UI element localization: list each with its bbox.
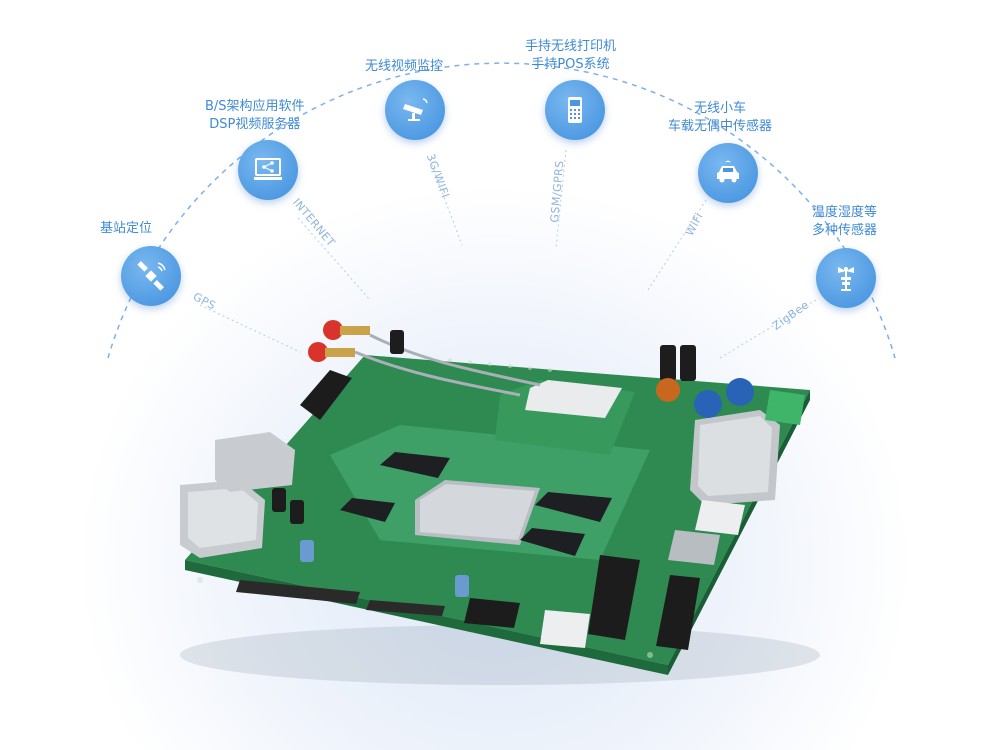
node-gps xyxy=(121,246,181,306)
weather-sensor-icon xyxy=(838,267,854,291)
node-label-gps: 基站定位 xyxy=(100,221,153,236)
node-sensor xyxy=(816,248,876,308)
node-bs xyxy=(238,140,298,200)
satellite-icon xyxy=(137,261,166,291)
node-label-bs: B/S架构应用软件 DSP视频服务器 xyxy=(205,99,305,132)
car-icon xyxy=(717,160,739,183)
monitor-network-icon xyxy=(254,158,282,180)
node-label-car: 无线小车 车载无偶中传感器 xyxy=(668,101,773,134)
node-label-pos: 手持无线打印机 手持POS系统 xyxy=(525,39,617,72)
pos-terminal-icon xyxy=(568,97,582,123)
node-pos xyxy=(545,80,605,140)
node-car xyxy=(698,143,758,203)
node-video xyxy=(385,80,445,140)
cctv-camera-icon xyxy=(403,98,428,121)
node-label-sensor: 温度湿度等 多种传感器 xyxy=(812,205,878,238)
node-label-video: 无线视频监控 xyxy=(365,59,444,74)
